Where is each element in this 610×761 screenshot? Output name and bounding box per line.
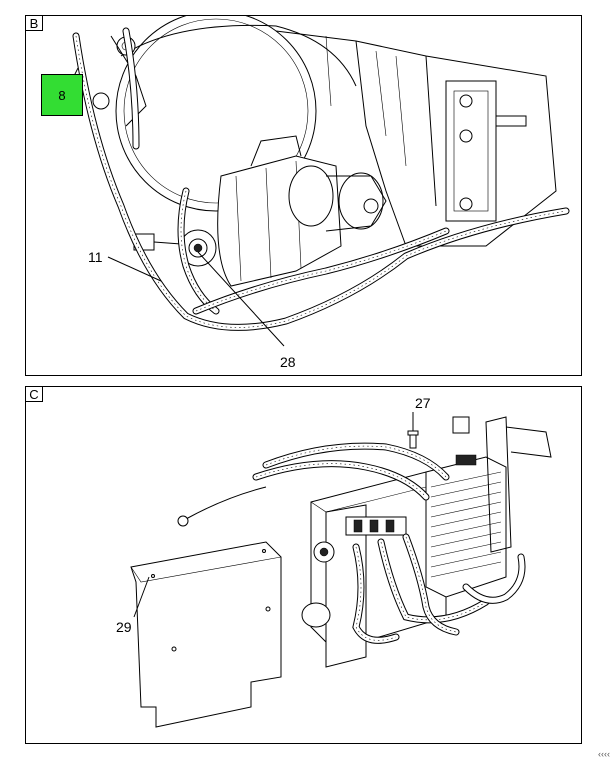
callout-29[interactable]: 29 <box>116 619 132 635</box>
engine-starter-illustration <box>67 16 570 347</box>
callout-27[interactable]: 27 <box>415 395 431 411</box>
callout-8-label: 8 <box>58 88 66 103</box>
corner-marker: ‹‹‹‹ <box>598 749 610 759</box>
panel-letter-b: B <box>26 16 43 31</box>
panel-letter-c: C <box>26 387 43 402</box>
callout-11[interactable]: 11 <box>88 249 103 265</box>
detail-panel-c: C 27 29 <box>25 386 582 744</box>
control-module-illustration <box>130 412 552 728</box>
callout-28[interactable]: 28 <box>280 354 296 370</box>
detail-panel-b: B 8 11 28 <box>25 15 582 376</box>
callout-8-highlight[interactable]: 8 <box>41 74 83 116</box>
